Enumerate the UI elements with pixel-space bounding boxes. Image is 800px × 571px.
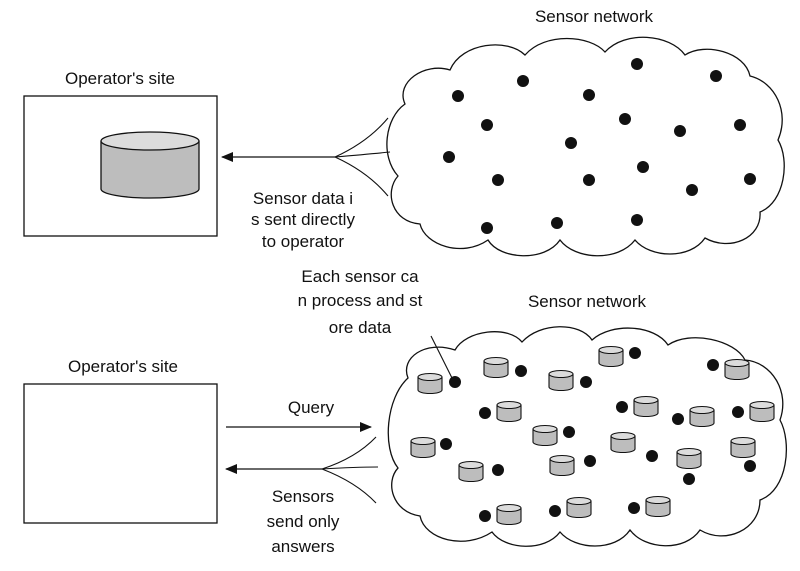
bottom-annotation-line-3: ore data [329,318,392,337]
sensor-dot [628,502,640,514]
storage-node-icon [610,431,636,454]
sensor-dot [686,184,698,196]
storage-node-icon [598,345,624,368]
storage-node-icon [458,460,484,483]
bottom-sensor-network-label: Sensor network [528,292,647,311]
sensor-dot [744,173,756,185]
sensor-dot [481,222,493,234]
sensor-dot [515,365,527,377]
bottom-operator-site-label: Operator's site [68,357,178,376]
sensor-dot [583,89,595,101]
sensor-dot [580,376,592,388]
storage-node-icon [689,405,715,428]
storage-node-icon [676,447,702,470]
top-caption-line-3: to operator [262,232,345,251]
answer-flow [321,436,379,504]
storage-node-icon [730,436,756,459]
top-sensor-dots [443,58,756,234]
sensor-dot [674,125,686,137]
sensor-dot [629,347,641,359]
top-sensor-network-cloud [386,36,785,257]
sensor-dot [616,401,628,413]
storage-node-icon [410,436,436,459]
sensor-dot [637,161,649,173]
sensor-dot [619,113,631,125]
sensor-dot [734,119,746,131]
bottom-sensor-nodes [410,345,775,526]
bottom-operator-site-box [23,383,218,524]
top-data-flow [334,117,391,197]
sensor-dot [517,75,529,87]
sensor-dot [631,58,643,70]
sensor-dot [732,406,744,418]
storage-node-icon [633,395,659,418]
sensor-dot [452,90,464,102]
storage-node-icon [566,496,592,519]
storage-node-icon [645,495,671,518]
sensor-dot [479,407,491,419]
storage-node-icon [724,358,750,381]
sensor-dot [565,137,577,149]
top-caption-line-1: Sensor data i [253,189,353,208]
sensor-dot [549,505,561,517]
top-sensor-network-label: Sensor network [535,7,654,26]
sensor-dot [479,510,491,522]
annotation-pointer [430,335,453,379]
sensor-dot [440,438,452,450]
sensor-dot [646,450,658,462]
answer-caption-line-2: send only [267,512,340,531]
answer-caption-line-1: Sensors [272,487,334,506]
sensor-dot [492,174,504,186]
answer-caption-line-3: answers [271,537,334,556]
sensor-dot [710,70,722,82]
database-icon [100,131,200,199]
storage-node-icon [532,424,558,447]
sensor-dot [563,426,575,438]
sensor-dot [707,359,719,371]
storage-node-icon [749,400,775,423]
sensor-dot [551,217,563,229]
storage-node-icon [496,503,522,526]
bottom-annotation-line-2: n process and st [298,291,423,310]
storage-node-icon [548,369,574,392]
storage-node-icon [496,400,522,423]
sensor-dot [584,455,596,467]
sensor-dot [449,376,461,388]
sensor-dot [683,473,695,485]
storage-node-icon [549,454,575,477]
sensor-dot [583,174,595,186]
sensor-dot [443,151,455,163]
top-operator-site-label: Operator's site [65,69,175,88]
query-label: Query [288,398,335,417]
sensor-dot [672,413,684,425]
storage-node-icon [483,356,509,379]
storage-node-icon [417,372,443,395]
sensor-dot [492,464,504,476]
sensor-dot [744,460,756,472]
sensor-dot [631,214,643,226]
sensor-dot [481,119,493,131]
bottom-sensor-network-cloud [387,326,788,547]
bottom-annotation-line-1: Each sensor ca [301,267,419,286]
top-caption-line-2: s sent directly [251,210,355,229]
